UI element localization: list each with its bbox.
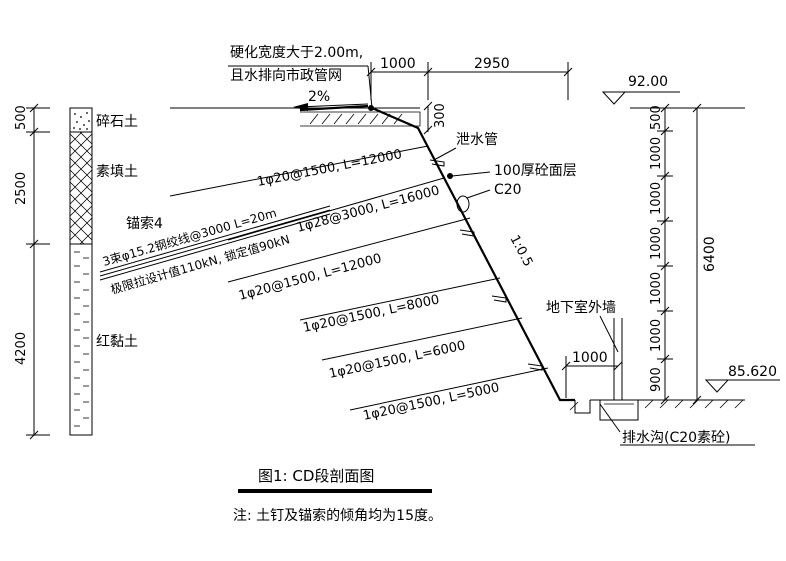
seg-500: 500	[649, 105, 664, 130]
crest-hatch	[300, 111, 421, 127]
total-6400: 6400	[702, 236, 718, 272]
seg-1000-c: 1000	[649, 227, 664, 260]
drain-pipe-leader	[433, 147, 457, 161]
concrete-label: C20	[494, 182, 522, 198]
concrete-leader	[466, 189, 491, 199]
dim-1000-top: 1000	[380, 56, 416, 72]
ditch-leader	[599, 403, 621, 433]
basement-wall	[613, 318, 623, 400]
nail-lines	[169, 145, 549, 411]
elevation-bottom: 85.620	[728, 364, 777, 380]
dim-300-marks	[423, 101, 433, 135]
depth-500: 500	[14, 105, 29, 130]
right-dimension	[630, 103, 745, 405]
dim-300: 300	[433, 103, 448, 128]
soil-fill: 素填土	[96, 164, 138, 180]
nail-label-3: 1φ20@1500, L=12000	[237, 251, 383, 304]
seg-900: 900	[649, 367, 664, 392]
nail-label-1: 1φ20@1500, L=12000	[256, 147, 403, 190]
soil-clay: 红黏土	[96, 334, 138, 350]
note-line-1: 硬化宽度大于2.00m,	[230, 44, 363, 61]
anchor-name: 锚索4	[126, 215, 163, 232]
hardened-surface	[299, 104, 369, 112]
elevation-top: 92.00	[628, 74, 668, 90]
basement-wall-label: 地下室外墙	[546, 299, 616, 316]
facing-label: 100厚砼面层	[494, 163, 577, 179]
wall-offset-dim	[561, 356, 623, 398]
ditch-label: 排水沟(C20素砼)	[622, 430, 731, 446]
depth-4200: 4200	[14, 332, 29, 365]
slope-face	[371, 106, 575, 402]
drain-ditch	[569, 399, 745, 421]
soil-gravel: 碎石土	[96, 114, 138, 130]
anchor-cable	[99, 205, 331, 281]
slope-ratio: 1:0.5	[506, 233, 535, 269]
concrete-marker	[456, 195, 470, 213]
nail-label-4: 1φ20@1500, L=8000	[302, 292, 441, 336]
basement-leader	[599, 315, 619, 353]
drain-pipe-label: 泄水管	[456, 132, 498, 148]
elevation-marker-bottom	[704, 379, 780, 393]
figure-caption: 图1: CD段剖面图	[258, 467, 374, 485]
nail-label-5: 1φ20@1500, L=6000	[328, 338, 467, 382]
depth-2500: 2500	[14, 172, 29, 205]
seg-1000-e: 1000	[649, 319, 664, 352]
seg-1000-d: 1000	[649, 272, 664, 305]
left-dimension	[26, 103, 50, 440]
seg-1000-a: 1000	[649, 137, 664, 170]
wall-offset-label: 1000	[572, 350, 608, 366]
slope-label: 2%	[308, 89, 330, 105]
facing-marker	[447, 173, 453, 179]
nail-label-6: 1φ20@1500, L=5000	[362, 380, 501, 424]
figure-note: 注: 土钉及锚索的倾角均为15度。	[233, 507, 442, 524]
elevation-marker-top	[601, 91, 680, 105]
borehole-column	[69, 107, 93, 436]
slope-arrow-shaft	[297, 103, 369, 108]
drain-pipes	[429, 159, 543, 371]
crest-point	[368, 105, 374, 111]
note-leader	[367, 65, 373, 109]
dim-2950-top: 2950	[474, 56, 510, 72]
note-line-2: 且水排向市政管网	[230, 67, 342, 84]
facing-leader	[451, 171, 491, 177]
seg-1000-b: 1000	[649, 182, 664, 215]
top-dimension	[366, 62, 573, 100]
